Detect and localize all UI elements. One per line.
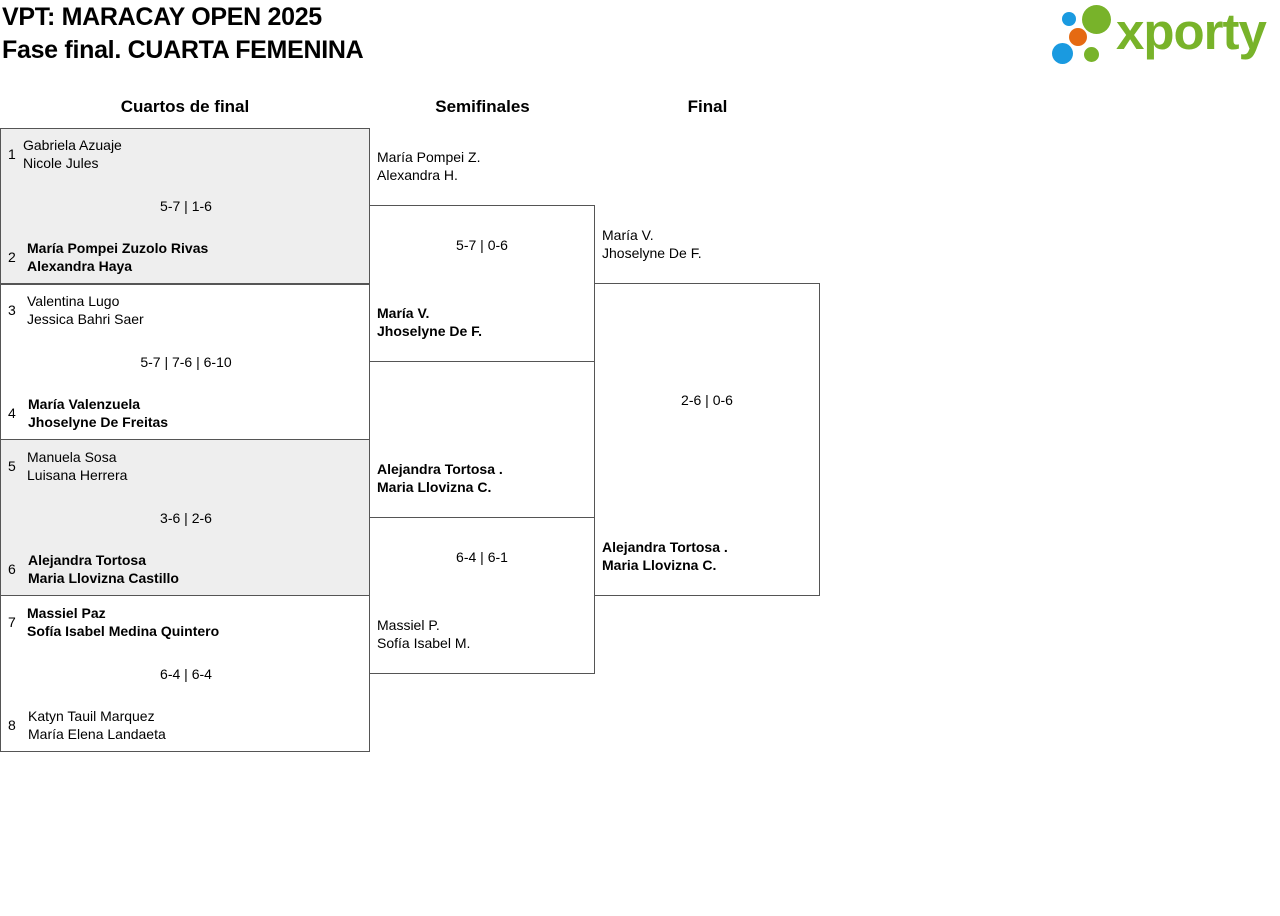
player-name: Jhoselyne De Freitas <box>28 414 169 430</box>
player-name: Manuela Sosa <box>27 449 117 465</box>
player-name: Luisana Herrera <box>27 467 128 483</box>
logo-dot-green-small <box>1084 47 1099 62</box>
seed-number: 4 <box>8 405 16 421</box>
team-bottom-winner: María Pompei Zuzolo Rivas Alexandra Haya <box>27 239 208 275</box>
player-name: Alejandra Tortosa . <box>602 539 728 555</box>
semifinal-1-team-bottom-winner: María V. Jhoselyne De F. <box>377 304 482 340</box>
match-score: 6-4 | 6-1 <box>456 549 508 565</box>
player-name: María Pompei Zuzolo Rivas <box>27 240 209 256</box>
player-name: Alejandra Tortosa . <box>377 461 503 477</box>
player-name: Maria Llovizna C. <box>377 479 492 495</box>
semifinal-1-team-top: María Pompei Z. Alexandra H. <box>377 148 480 184</box>
seed-number: 8 <box>8 717 16 733</box>
logo-dot-small-blue <box>1062 12 1076 26</box>
team-top: Valentina Lugo Jessica Bahri Saer <box>27 292 144 328</box>
seed-number: 7 <box>8 614 16 630</box>
player-name: Jhoselyne De F. <box>602 245 702 261</box>
match-score: 5-7 | 1-6 <box>160 198 212 214</box>
team-bottom: Katyn Tauil Marquez María Elena Landaeta <box>28 707 166 743</box>
player-name: Jhoselyne De F. <box>377 323 483 339</box>
semifinal-match-1[interactable]: 5-7 | 0-6 María V. Jhoselyne De F. <box>369 205 595 362</box>
quarterfinal-match-3[interactable]: 5 Manuela Sosa Luisana Herrera 3-6 | 2-6… <box>0 439 370 596</box>
team-top: Manuela Sosa Luisana Herrera <box>27 448 127 484</box>
player-name: Sofía Isabel Medina Quintero <box>27 623 220 639</box>
player-name: María Elena Landaeta <box>28 726 166 742</box>
player-name: María V. <box>377 305 430 321</box>
player-name: María Pompei Z. <box>377 149 481 165</box>
quarterfinal-match-1[interactable]: 1 Gabriela Azuaje Nicole Jules 5-7 | 1-6… <box>0 128 370 285</box>
seed-number: 6 <box>8 561 16 577</box>
phase-title: Fase final. CUARTA FEMENINA <box>2 36 364 64</box>
player-name: Alexandra Haya <box>27 258 133 274</box>
player-name: Alexandra H. <box>377 167 458 183</box>
column-header-quarterfinals: Cuartos de final <box>120 97 250 116</box>
seed-number: 1 <box>8 146 16 162</box>
player-name: Jessica Bahri Saer <box>27 311 144 327</box>
team-top: Gabriela Azuaje Nicole Jules <box>23 136 122 172</box>
player-name: Valentina Lugo <box>27 293 120 309</box>
player-name: Alejandra Tortosa <box>28 552 146 568</box>
logo-dot-green <box>1082 5 1111 34</box>
final-match[interactable]: 2-6 | 0-6 Alejandra Tortosa . Maria Llov… <box>594 283 820 596</box>
column-header-semifinals: Semifinales <box>435 97 530 116</box>
match-score: 6-4 | 6-4 <box>160 666 212 682</box>
match-score: 5-7 | 0-6 <box>456 237 508 253</box>
player-name: Nicole Jules <box>23 155 99 171</box>
player-name: Sofía Isabel M. <box>377 635 471 651</box>
player-name: Massiel P. <box>377 617 440 633</box>
seed-number: 2 <box>8 249 16 265</box>
semifinal-2-team-bottom: Massiel P. Sofía Isabel M. <box>377 616 470 652</box>
seed-number: 3 <box>8 302 16 318</box>
team-bottom-winner: María Valenzuela Jhoselyne De Freitas <box>28 395 168 431</box>
seed-number: 5 <box>8 458 16 474</box>
match-score: 2-6 | 0-6 <box>681 392 733 408</box>
quarterfinal-match-4[interactable]: 7 Massiel Paz Sofía Isabel Medina Quinte… <box>0 595 370 752</box>
player-name: Katyn Tauil Marquez <box>28 708 155 724</box>
match-score: 3-6 | 2-6 <box>160 510 212 526</box>
player-name: María V. <box>602 227 654 243</box>
semifinal-match-2[interactable]: 6-4 | 6-1 Massiel P. Sofía Isabel M. <box>369 517 595 674</box>
quarterfinal-match-2[interactable]: 3 Valentina Lugo Jessica Bahri Saer 5-7 … <box>0 283 370 440</box>
xporty-logo[interactable]: xporty <box>1050 4 1278 68</box>
player-name: Gabriela Azuaje <box>23 137 122 153</box>
final-team-top: María V. Jhoselyne De F. <box>602 226 702 262</box>
player-name: Maria Llovizna Castillo <box>28 570 179 586</box>
player-name: Maria Llovizna C. <box>602 557 717 573</box>
team-bottom-winner: Alejandra Tortosa Maria Llovizna Castill… <box>28 551 179 587</box>
column-header-final: Final <box>687 97 728 116</box>
logo-dot-orange <box>1069 28 1087 46</box>
logo-text: xporty <box>1116 3 1267 60</box>
logo-dot-big-blue <box>1052 43 1073 64</box>
match-score: 5-7 | 7-6 | 6-10 <box>140 354 232 370</box>
player-name: María Valenzuela <box>28 396 141 412</box>
tournament-title: VPT: MARACAY OPEN 2025 <box>2 3 322 31</box>
semifinal-2-team-top-winner: Alejandra Tortosa . Maria Llovizna C. <box>377 460 503 496</box>
player-name: Massiel Paz <box>27 605 106 621</box>
team-top-winner: Massiel Paz Sofía Isabel Medina Quintero <box>27 604 219 640</box>
final-team-bottom-winner: Alejandra Tortosa . Maria Llovizna C. <box>602 538 728 574</box>
